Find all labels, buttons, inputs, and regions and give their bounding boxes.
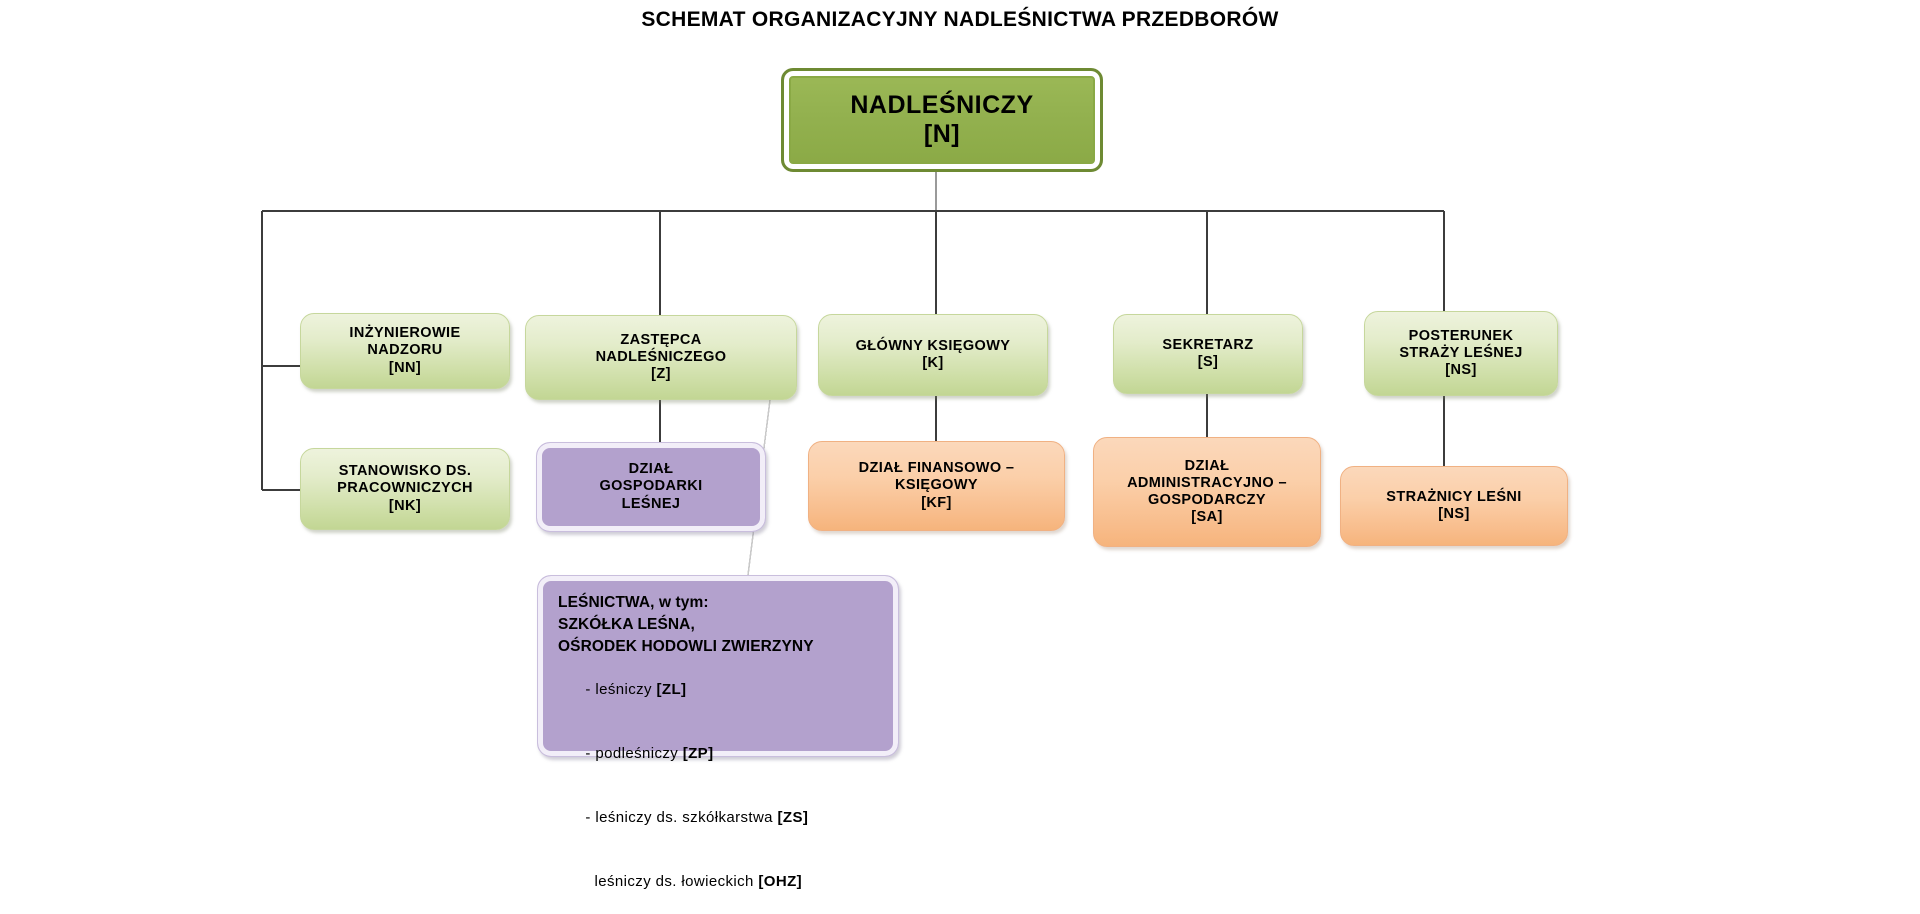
detail-item: leśniczy ds. łowieckich [OHZ] <box>558 850 880 914</box>
node-glowny-ksiegowy[interactable]: GŁÓWNY KSIĘGOWY [K] <box>818 314 1048 396</box>
node-label: INŻYNIEROWIE NADZORU [NN] <box>349 325 461 376</box>
org-chart: SCHEMAT ORGANIZACYJNY NADLEŚNICTWA PRZED… <box>260 8 1568 890</box>
node-label: ZASTĘPCA NADLEŚNICZEGO [Z] <box>595 331 727 383</box>
detail-item-text: - leśniczy ds. szkółkarstwa <box>585 809 778 827</box>
node-posterunek-strazy-lesnej[interactable]: POSTERUNEK STRAŻY LEŚNEJ [NS] <box>1364 311 1558 396</box>
node-sekretarz[interactable]: SEKRETARZ [S] <box>1113 314 1303 394</box>
node-label: DZIAŁ FINANSOWO – KSIĘGOWY [KF] <box>858 460 1015 511</box>
detail-item-code: [ZS] <box>777 809 809 827</box>
node-label: SEKRETARZ [S] <box>1162 336 1254 370</box>
detail-heading-1: LEŚNICTWA, w tym: <box>558 594 709 611</box>
node-zastepca-nadlesniczego[interactable]: ZASTĘPCA NADLEŚNICZEGO [Z] <box>525 315 797 400</box>
node-lesnictwa-detail[interactable]: LEŚNICTWA, w tym: SZKÓŁKA LEŚNA, OŚRODEK… <box>537 575 899 890</box>
node-inzynierowie-nadzoru[interactable]: INŻYNIEROWIE NADZORU [NN] <box>300 313 510 389</box>
node-label: GŁÓWNY KSIĘGOWY [K] <box>855 337 1011 371</box>
node-label: STANOWISKO DS. PRACOWNICZYCH [NK] <box>337 463 473 514</box>
detail-item-text: - leśniczy <box>585 681 657 699</box>
detail-item-code: [ZP] <box>682 745 714 763</box>
detail-item: - leśniczy [ZL] <box>558 658 880 722</box>
detail-item-code: [ZL] <box>656 681 687 699</box>
node-label: STRAŻNICY LEŚNI [NS] <box>1386 488 1522 522</box>
node-stanowisko-ds-pracowniczych[interactable]: STANOWISKO DS. PRACOWNICZYCH [NK] <box>300 448 510 530</box>
detail-item: - podleśniczy [ZP] <box>558 722 880 786</box>
detail-heading-2: SZKÓŁKA LEŚNA, <box>558 616 695 633</box>
node-label: DZIAŁ ADMINISTRACYJNO – GOSPODARCZY [SA] <box>1127 457 1287 526</box>
node-nadlesniczy[interactable]: NADLEŚNICZY [N] <box>781 68 1103 172</box>
node-straznicy-lesni[interactable]: STRAŻNICY LEŚNI [NS] <box>1340 466 1568 546</box>
chart-title: SCHEMAT ORGANIZACYJNY NADLEŚNICTWA PRZED… <box>641 8 1279 31</box>
detail-item-text: leśniczy ds. łowieckich <box>585 872 759 890</box>
node-dzial-gospodarki-lesnej[interactable]: DZIAŁ GOSPODARKI LEŚNEJ <box>536 442 766 532</box>
node-label: DZIAŁ GOSPODARKI LEŚNEJ <box>599 461 703 512</box>
detail-item-code: [OHZ] <box>758 872 803 890</box>
detail-item: - leśniczy ds. szkółkarstwa [ZS] <box>558 786 880 850</box>
node-label: POSTERUNEK STRAŻY LEŚNEJ [NS] <box>1399 327 1523 379</box>
detail-item-text: - podleśniczy <box>585 745 683 763</box>
detail-heading-3: OŚRODEK HODOWLI ZWIERZYNY <box>558 638 814 655</box>
node-dzial-finansowo-ksiegowy[interactable]: DZIAŁ FINANSOWO – KSIĘGOWY [KF] <box>808 441 1065 531</box>
node-label: NADLEŚNICZY [N] <box>850 90 1034 149</box>
node-dzial-administracyjno-gospodarczy[interactable]: DZIAŁ ADMINISTRACYJNO – GOSPODARCZY [SA] <box>1093 437 1321 547</box>
